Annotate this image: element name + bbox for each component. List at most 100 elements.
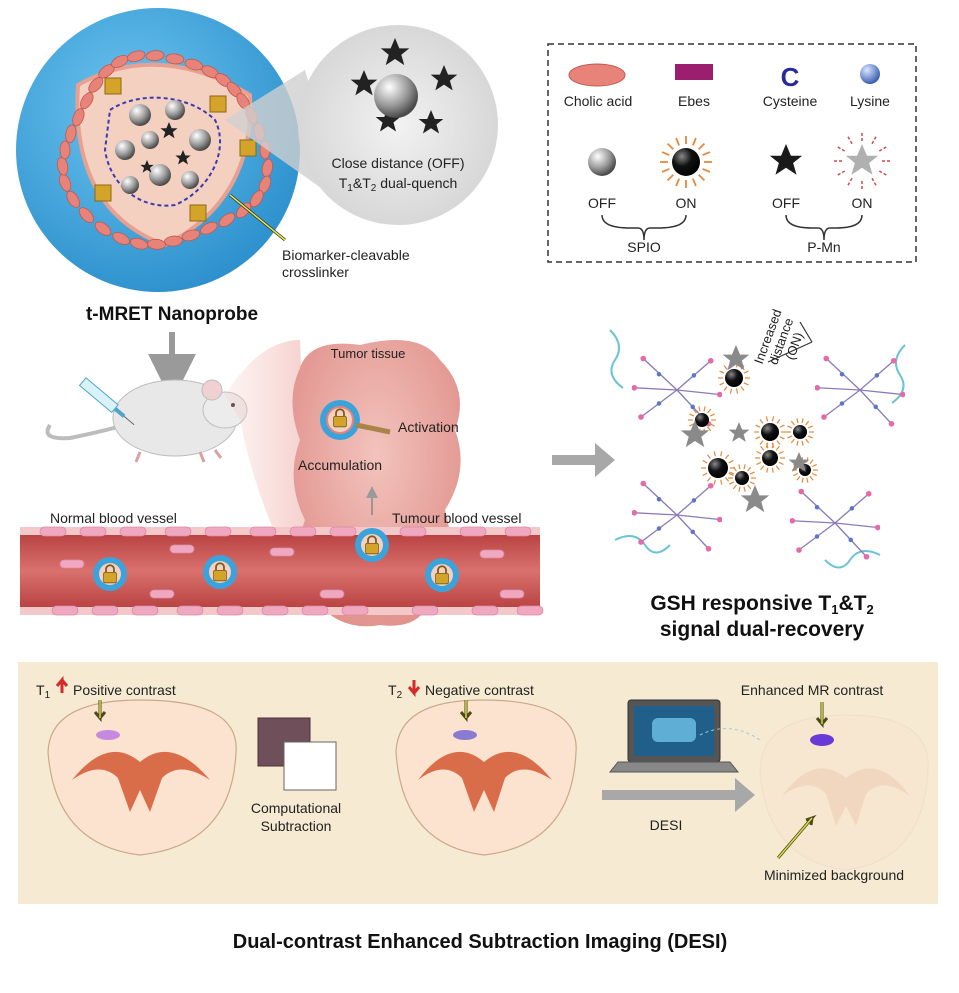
spio-ray [666,174,674,182]
legend-cysteine: Cysteine [763,93,818,109]
spio-brace [601,214,687,241]
laptop-icon [608,699,761,773]
subtraction-label-line2: Subtraction [261,818,332,834]
spio-on-ray [707,426,712,432]
spio-ray [698,174,706,182]
spio-ray [702,168,711,173]
red-blood-cell [119,526,147,537]
spio-on-ray [707,408,712,414]
spio-on-ray [805,438,810,444]
spio-on-ray [725,477,730,482]
spio-on-ray [756,450,762,455]
cholic-acid-unit [129,237,149,250]
red-blood-cell [399,526,427,537]
spio-on-ray [729,388,733,394]
spio-on-particle [725,369,743,387]
pmn-ray [835,145,846,152]
spio-on-ray [771,443,774,449]
red-blood-cell [411,605,439,616]
red-blood-cell [176,605,204,616]
spio-on-ray [775,445,780,451]
red-blood-cell [459,526,487,537]
cholic-acid-unit [200,221,218,235]
spio-on-ray [719,370,725,374]
spio-on-ray [793,472,799,477]
spio-on-ray [738,464,741,470]
cholic-acid-unit [94,221,112,236]
spio-on-ray [806,477,809,483]
spio-on-ray [765,416,769,422]
spio-ray [675,178,680,187]
spio-on-ray [755,436,761,440]
spio-on-ray [713,451,716,457]
red-blood-cell [504,526,532,537]
zoom-label-line2: T1&T2 dual-quench [339,175,458,194]
spio-on-ray [725,454,730,459]
linker-label-line1: Biomarker-cleavable [282,247,410,263]
cholic-acid-unit [164,235,183,247]
normal-vessel-label: Normal blood vessel [50,510,177,526]
spio-on-ray [709,423,715,427]
red-blood-cell [164,526,192,537]
vessel-nanoprobes [93,528,459,592]
spio-on-ray [779,436,785,440]
legend-box: Cholic acid Ebes C Cysteine Lysine OFF O… [547,43,917,263]
spio-on-particle [695,413,709,427]
spio-on-ray [778,461,784,466]
pmn-ray [878,145,889,152]
cholic-acid-unit [112,232,130,245]
spio-on-ray [703,406,706,412]
spio-group-label: SPIO [627,239,661,255]
pmn-brace [785,214,863,241]
enhanced-spot [810,734,834,746]
spio-on-ray [747,466,752,472]
red-blood-cell [79,526,107,537]
subtraction-label-line1: Computational [251,800,341,816]
red-blood-cell [59,559,85,569]
spio-ray [666,142,674,150]
spio-on-ray [756,461,762,466]
red-blood-cell [341,605,369,616]
red-blood-cell [149,589,175,599]
nanoprobe-illustration [16,8,300,292]
spio-on-ray [796,440,799,446]
t1-label: T1 [36,682,51,701]
activation-label: Activation [398,419,459,435]
spio-on-ray [740,386,745,391]
spio-on-ray [738,486,741,492]
spio-off-label: OFF [588,195,616,211]
spio-on-ray [689,423,695,427]
red-blood-cell [39,526,67,537]
red-blood-cell [261,605,289,616]
t1-positive-label: Positive contrast [73,682,176,698]
desi-label: DESI [650,817,683,833]
spio-on-ray [796,418,799,424]
pmn-ray [846,177,853,188]
cholic-acid-unit [66,190,80,208]
t2-down-arrow [407,680,421,698]
spio-on-particles [688,362,818,492]
spio-on-ray [775,465,780,471]
desi-arrow [602,778,755,812]
spio-on-particle [708,458,728,478]
red-blood-cell [91,605,119,616]
red-blood-cell [249,526,277,537]
spio-ray [702,151,711,156]
spio-ray [698,142,706,150]
spio-on-ray [713,479,716,485]
spio-on-ray [811,472,817,477]
cholic-acid-unit [80,92,94,110]
red-blood-cell [269,547,295,557]
spio-on-ray [709,413,715,417]
minimized-background-label: Minimized background [764,867,904,883]
red-blood-cell [216,605,244,616]
spio-on-ray [728,472,734,476]
linker-label-line2: crosslinker [282,264,349,280]
spio-on-ray [776,440,781,445]
spio-on-ray [743,370,749,374]
spio-on-ray [776,419,781,424]
spio-on-ray [811,463,817,468]
spio-on-ray [743,464,746,470]
spio-on-ray [747,484,752,490]
